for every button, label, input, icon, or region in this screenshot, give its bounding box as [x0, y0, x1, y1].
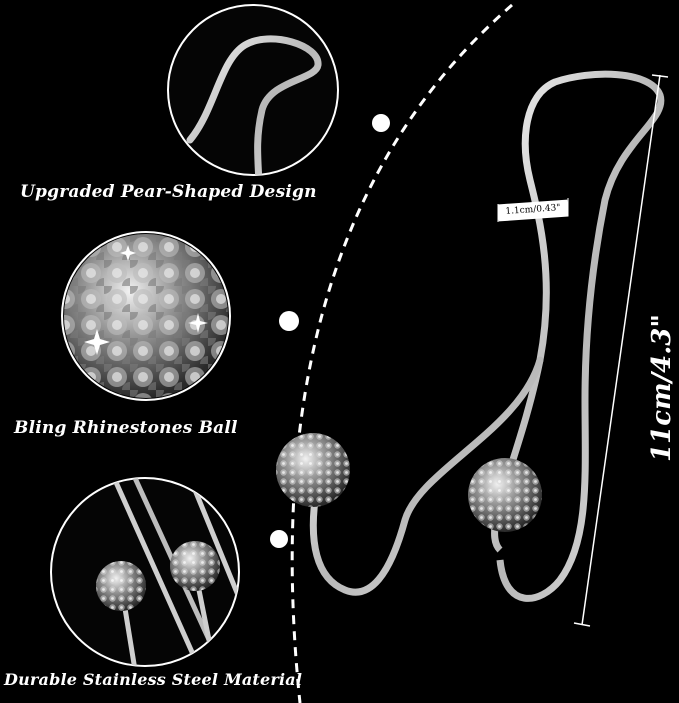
- height-dimension-line: [573, 74, 669, 627]
- feature-label-rhinestone: Bling Rhinestones Ball: [14, 418, 238, 438]
- height-label: 11cm/4.3": [646, 314, 677, 462]
- dashed-arc: [290, 3, 513, 703]
- feature-circle-rhinestone: [61, 231, 231, 401]
- feature-circle-steel: [50, 477, 240, 667]
- arc-dot: [279, 311, 299, 331]
- arc-dot: [372, 114, 390, 132]
- arc-dot: [270, 530, 288, 548]
- feature-label-pear-shape: Upgraded Pear-Shaped Design: [20, 182, 317, 202]
- shower-hook: [276, 70, 665, 602]
- feature-label-steel: Durable Stainless Steel Material: [4, 670, 303, 689]
- feature-circle-pear-shape: [167, 4, 339, 176]
